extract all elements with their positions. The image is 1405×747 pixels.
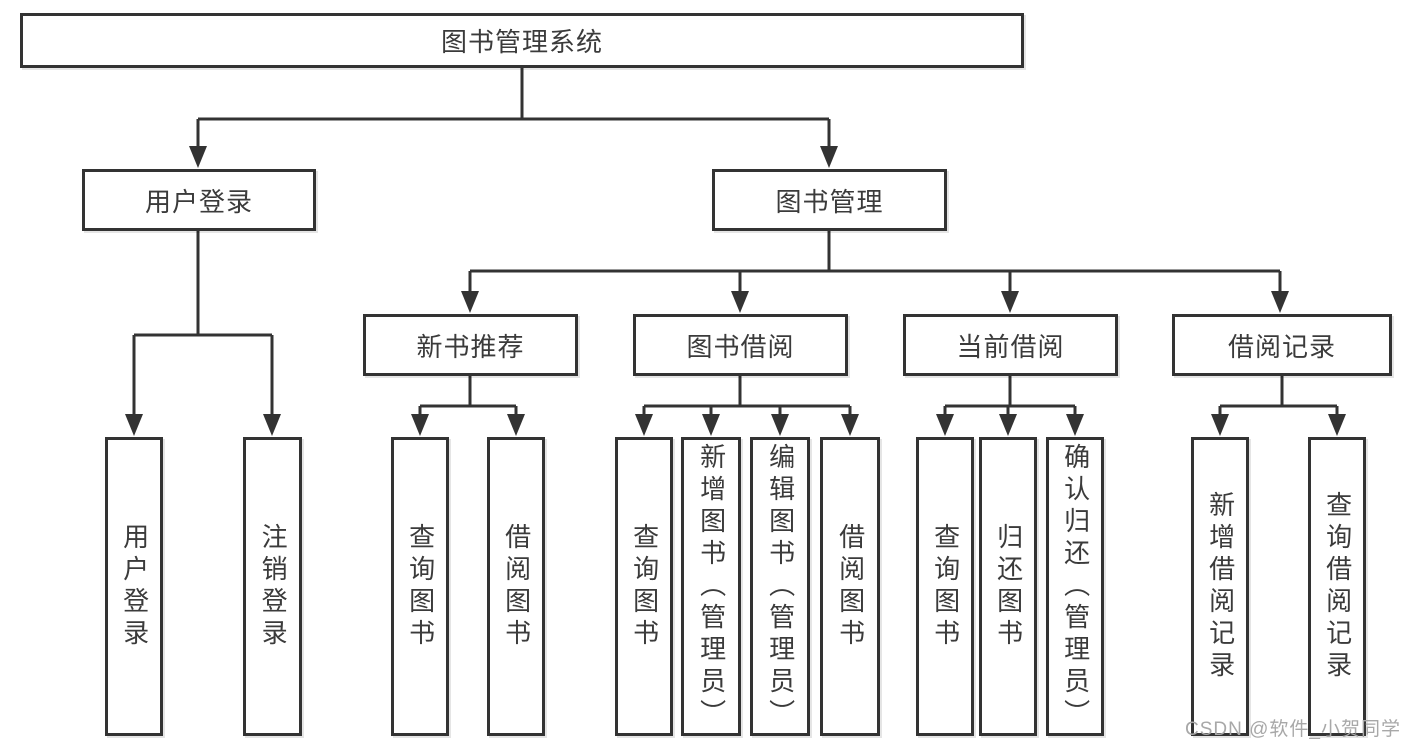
leaf-label: 查询图书	[930, 522, 961, 651]
leaf-records-add-borrow-record: 新增借阅记录	[1191, 437, 1249, 736]
leaf-label: 查询图书	[405, 522, 436, 651]
leaf-borrow-add-books-admin: 新增图书（管理员）	[681, 437, 741, 736]
watermark: CSDN @软件_小贺同学	[1185, 719, 1401, 740]
leaf-label: 新增借阅记录	[1205, 490, 1236, 683]
leaf-label: 查询借阅记录	[1322, 490, 1353, 683]
node-label: 图书借阅	[686, 331, 795, 362]
node-user-login: 用户登录	[82, 169, 316, 231]
leaf-label: 用户登录	[119, 522, 150, 651]
node-new-book-recommend: 新书推荐	[363, 314, 578, 376]
node-label: 当前借阅	[956, 331, 1065, 362]
node-label: 用户登录	[144, 186, 253, 217]
leaf-records-query-borrow-record: 查询借阅记录	[1308, 437, 1366, 736]
node-label: 借阅记录	[1227, 331, 1336, 362]
leaf-borrow-edit-books-admin: 编辑图书（管理员）	[750, 437, 810, 736]
leaf-current-confirm-return-admin: 确认归还（管理员）	[1046, 437, 1104, 736]
leaf-label: 归还图书	[993, 522, 1024, 651]
leaf-user-login: 用户登录	[105, 437, 163, 736]
node-label: 图书管理	[775, 186, 884, 217]
arrowhead-markers	[125, 146, 1346, 436]
node-book-management-system: 图书管理系统	[20, 13, 1024, 68]
leaf-label: 编辑图书（管理员）	[765, 442, 796, 731]
leaf-borrow-query-books: 查询图书	[615, 437, 673, 736]
node-book-management: 图书管理	[712, 169, 947, 231]
node-label: 新书推荐	[416, 331, 525, 362]
leaf-label: 新增图书（管理员）	[696, 442, 727, 731]
node-borrow-records: 借阅记录	[1172, 314, 1392, 376]
node-current-borrow: 当前借阅	[903, 314, 1118, 376]
leaf-label: 查询图书	[629, 522, 660, 651]
leaf-label: 借阅图书	[835, 522, 866, 651]
leaf-current-query-books: 查询图书	[916, 437, 974, 736]
leaf-label: 注销登录	[258, 522, 289, 651]
leaf-recommend-query-books: 查询图书	[391, 437, 449, 736]
node-label: 图书管理系统	[440, 27, 603, 57]
leaf-borrow-borrow-books: 借阅图书	[820, 437, 880, 736]
leaf-label: 确认归还（管理员）	[1060, 442, 1091, 731]
leaf-current-return-books: 归还图书	[979, 437, 1037, 736]
leaf-logout-login: 注销登录	[243, 437, 302, 736]
leaf-label: 借阅图书	[501, 522, 532, 651]
leaf-recommend-borrow-books: 借阅图书	[487, 437, 545, 736]
node-book-borrow: 图书借阅	[633, 314, 848, 376]
